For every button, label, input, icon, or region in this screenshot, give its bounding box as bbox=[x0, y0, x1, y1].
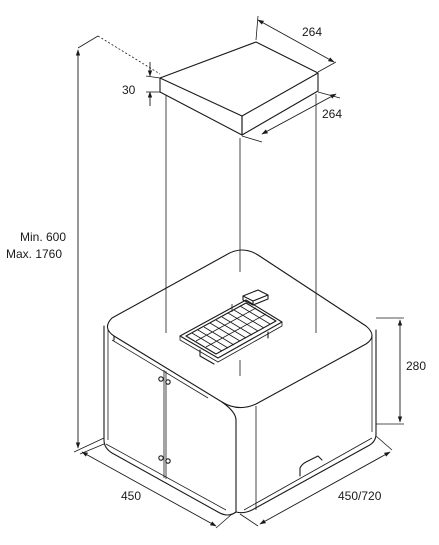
duct-cover-left-face bbox=[159, 77, 243, 136]
height-min-label: Min. 600 bbox=[20, 230, 66, 244]
duct-top-height-label: 30 bbox=[122, 83, 136, 97]
grease-filter bbox=[179, 299, 283, 365]
dim-duct-depth: 264 bbox=[241, 91, 342, 143]
door-panel bbox=[158, 370, 171, 479]
dim-overall-height: Min. 600 Max. 1760 bbox=[6, 35, 161, 453]
duct-depth-label: 264 bbox=[322, 107, 342, 121]
front-width-label: 450 bbox=[121, 489, 141, 503]
side-depth-label: 450/720 bbox=[338, 489, 382, 503]
dim-front-width: 450 bbox=[79, 443, 233, 529]
hinge-icon bbox=[158, 455, 164, 461]
chimney-lines bbox=[165, 94, 317, 376]
control-box bbox=[231, 289, 269, 312]
hinge-icon bbox=[165, 458, 171, 464]
hood-front-corner bbox=[113, 335, 237, 513]
hood-top-surface bbox=[106, 249, 373, 409]
hood-right-side bbox=[235, 329, 377, 514]
dim-duct-top: 30 bbox=[122, 62, 161, 106]
hood-body bbox=[103, 249, 377, 516]
duct-cover-right-face bbox=[241, 72, 319, 136]
duct-width-label: 264 bbox=[302, 25, 322, 39]
duct-cover bbox=[159, 41, 319, 136]
dim-side-depth: 450/720 bbox=[239, 435, 393, 527]
dim-duct-width: 264 bbox=[255, 15, 337, 73]
body-height-label: 280 bbox=[406, 359, 426, 373]
height-max-label: Max. 1760 bbox=[6, 247, 62, 261]
hinge-icon bbox=[165, 379, 171, 385]
hinge-icon bbox=[158, 376, 164, 382]
dim-body-height: 280 bbox=[376, 317, 426, 425]
